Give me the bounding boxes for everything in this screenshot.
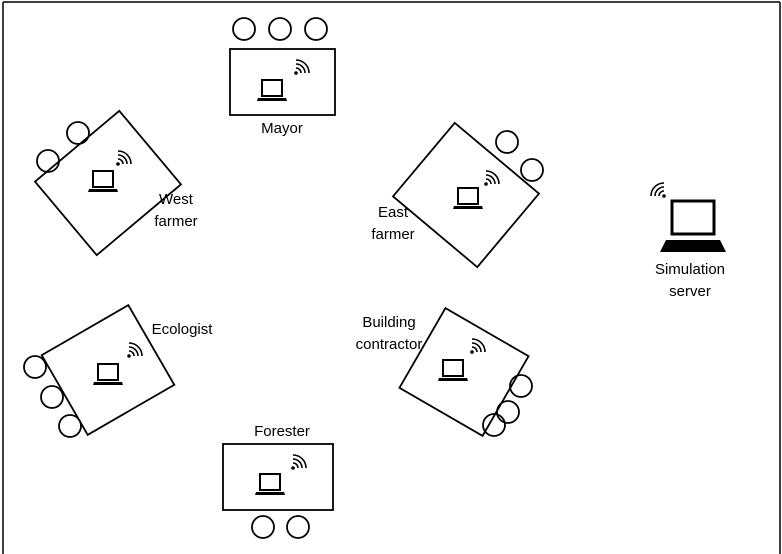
wifi-icon (290, 454, 307, 471)
seat (40, 385, 64, 409)
server-wifi-icon (650, 182, 667, 199)
station-mayor: Mayor (229, 17, 336, 137)
desk (398, 306, 530, 438)
station-label: Mayor (261, 120, 303, 137)
laptop-icon (254, 473, 286, 496)
laptop-icon (437, 359, 469, 382)
seat (58, 414, 82, 438)
wifi-icon (293, 59, 310, 76)
desk (33, 109, 183, 257)
seat (286, 515, 310, 539)
desk (40, 303, 176, 437)
station-west-farmer: West farmer (33, 109, 198, 257)
station-label: Forester (254, 423, 310, 440)
laptop-icon (452, 187, 484, 210)
station-east-farmer: East farmer (371, 121, 544, 269)
station-label: Ecologist (152, 321, 214, 338)
seat (23, 355, 47, 379)
seat (509, 374, 533, 398)
station-label: contractor (356, 336, 423, 353)
desk (391, 121, 541, 269)
station-building-contractor: Building contractor (356, 306, 533, 438)
station-label: farmer (371, 226, 414, 243)
station-label: East (378, 204, 409, 221)
seat (268, 17, 292, 41)
simulation-server: Simulation server (650, 182, 726, 300)
station-label: Building (362, 314, 415, 331)
laptop-icon (92, 363, 124, 386)
seat (66, 121, 90, 145)
station-ecologist: Ecologist (23, 303, 214, 438)
laptop-icon (87, 170, 119, 193)
wifi-icon (483, 170, 500, 187)
seat (232, 17, 256, 41)
wifi-icon (115, 150, 132, 167)
seat (251, 515, 275, 539)
station-label: West (159, 191, 194, 208)
server-laptop-screen (670, 199, 716, 236)
seat (36, 149, 60, 173)
seat (304, 17, 328, 41)
seat (520, 158, 544, 182)
station-forester: Forester (222, 423, 334, 539)
station-label: farmer (154, 213, 197, 230)
desk (229, 48, 336, 116)
wifi-icon (126, 342, 143, 359)
server-laptop-base (660, 240, 726, 252)
server-label: server (669, 283, 711, 300)
seat (495, 130, 519, 154)
wifi-icon (469, 338, 486, 355)
seat (482, 413, 506, 437)
desk (222, 443, 334, 511)
server-label: Simulation (655, 261, 725, 278)
laptop-icon (256, 79, 288, 102)
